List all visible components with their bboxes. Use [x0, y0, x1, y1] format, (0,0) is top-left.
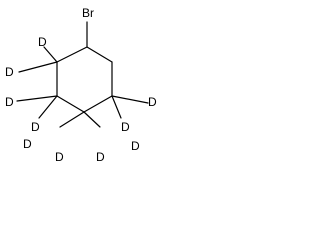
deuterium-label-c4-lower-left: D: [55, 150, 64, 164]
bond-c3-d-lower: [111, 95, 122, 119]
deuterium-label-c3-lower: D: [121, 120, 130, 134]
deuterium-label-c2-right: D: [131, 139, 140, 153]
ring-bond-c4-c5: [56, 95, 85, 113]
bond-c4-d-left: [59, 111, 85, 128]
bond-c3-d-right: [111, 95, 149, 104]
deuterium-label-c6-left: D: [5, 65, 14, 79]
structure-diagram: Br D D D D D D D D D D: [0, 0, 163, 167]
ring-bond-c1-c2: [86, 46, 113, 63]
ring-bond-c3-c4: [83, 95, 113, 113]
bond-c6-d-left: [18, 61, 58, 73]
deuterium-label-c4-lower-right: D: [96, 150, 105, 164]
deuterium-label-c5-left: D: [5, 95, 14, 109]
deuterium-label-c3-right: D: [148, 95, 157, 109]
molecule-drawing: Br D D D D D D D D D D: [5, 6, 157, 164]
deuterium-label-c5-lower: D: [31, 120, 40, 134]
ring-bond-c6-c1: [56, 46, 88, 63]
deuterium-label-c6-upper: D: [38, 35, 47, 49]
bond-c5-d-lower: [38, 95, 58, 119]
deuterium-label-c4-upper-left: D: [23, 137, 32, 151]
bond-c5-d-left: [16, 95, 58, 102]
bond-c4-d-right: [83, 111, 101, 128]
bromine-label: Br: [82, 6, 94, 20]
bond-c6-d-upper: [43, 46, 58, 63]
